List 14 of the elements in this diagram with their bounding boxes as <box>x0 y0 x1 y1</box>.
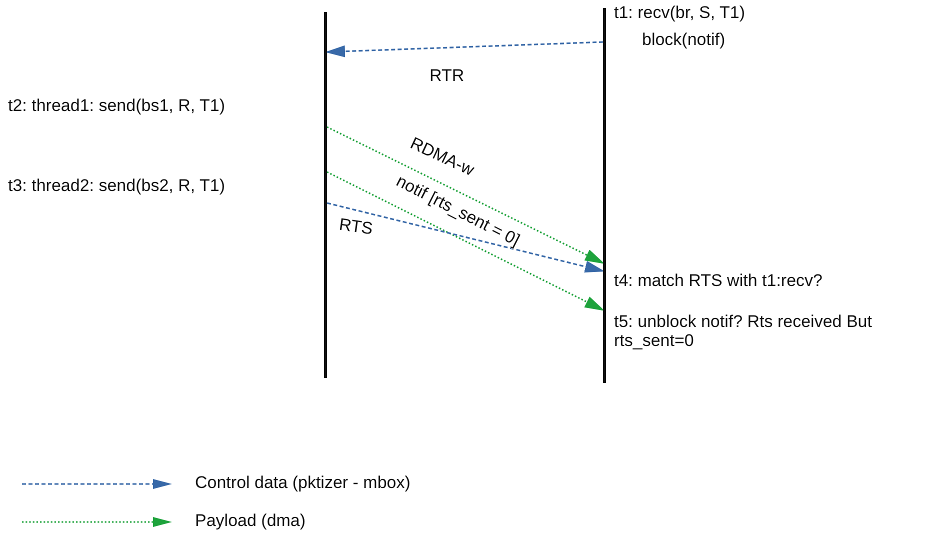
event-label: block(notif) <box>642 30 726 50</box>
event-label: t2: thread1: send(bs1, R, T1) <box>8 96 226 116</box>
arrow <box>326 126 605 264</box>
legend-label: Control data (pktizer - mbox) <box>195 473 410 493</box>
event-label: t5: unblock notif? Rts received But rts_sent=0 <box>614 312 873 350</box>
event-label: t4: match RTS with t1:recv? <box>614 271 822 291</box>
arrow <box>326 202 605 273</box>
event-label: t3: thread2: send(bs2, R, T1) <box>8 176 226 196</box>
arrow <box>325 41 604 58</box>
lifeline <box>324 12 327 378</box>
arrow <box>326 171 605 311</box>
legend-label: Payload (dma) <box>195 511 306 531</box>
event-label: t1: recv(br, S, T1) <box>614 3 746 23</box>
lifeline <box>603 8 606 383</box>
